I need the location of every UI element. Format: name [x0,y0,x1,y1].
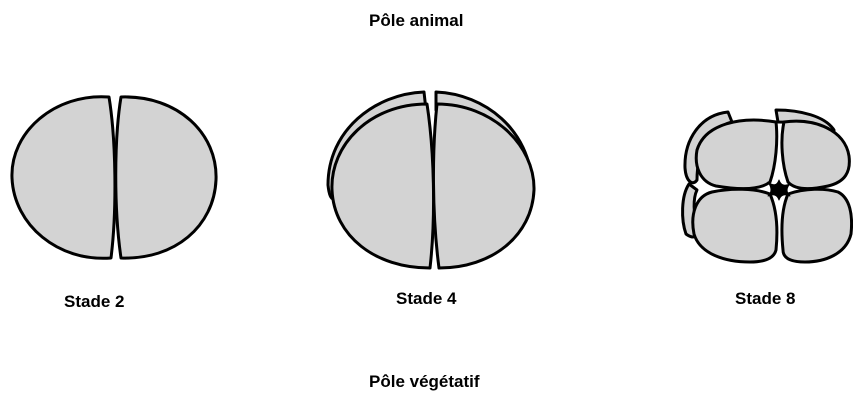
stage-2-blastomere-right [116,97,216,258]
stage-8-blastomere-front-bottom-left [693,189,777,262]
stage-8-embryo [683,110,852,262]
stage-8-blastomere-front-bottom-right [782,189,852,262]
stage-2-embryo [12,97,216,259]
stage-8-blastomere-front-top-right [782,121,849,188]
stage-2-label: Stade 2 [64,293,124,310]
stage-8-label: Stade 8 [735,290,795,307]
stage-4-blastomere-front-right [433,104,534,268]
stage-4-label: Stade 4 [396,290,456,307]
stage-4-embryo [328,92,534,268]
stage-2-blastomere-left [12,97,115,259]
pole-vegetatif-label: Pôle végétatif [369,373,480,390]
